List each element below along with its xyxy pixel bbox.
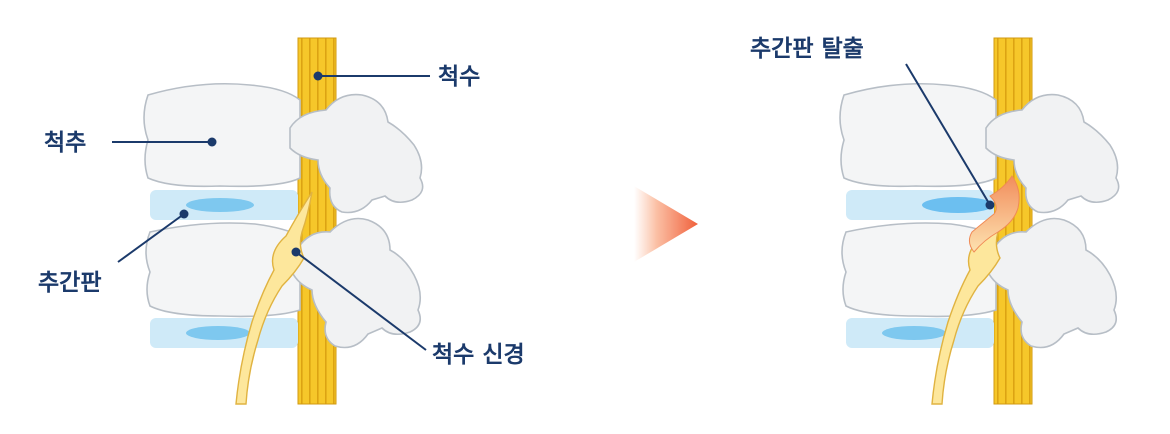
vertebral-arch-lower [291,217,422,349]
label-disc: 추간판 [38,270,101,296]
right-spine-diagram: 추간판 탈출 [750,36,1120,405]
leader-dot-spinal-cord [313,71,323,81]
spinal-nerve [235,191,313,405]
disc-lower-nucleus-right [882,326,946,340]
transition-arrow [634,186,698,262]
vertebral-arch-upper-right [985,93,1120,214]
vertebra-body-lower [145,222,301,318]
disc-upper-nucleus-right [922,197,994,213]
leader-line-herniation [905,63,991,206]
leader-dot-herniation [985,200,995,210]
label-spinal-cord: 척수 [438,64,480,90]
leader-line-disc [117,213,185,263]
disc-lower-nucleus [186,326,250,340]
leader-dot-disc [179,209,189,219]
leader-line-nerve [295,251,427,351]
label-spinal-nerve: 척수 신경 [432,342,525,368]
vertebra-body-upper-right [839,82,997,188]
vertebral-arch-lower-right [987,217,1118,349]
leader-dot-vertebra [207,137,217,147]
left-spine-diagram: 척수 척추 추간판 척수 신경 [38,37,525,405]
disc-upper-nucleus [186,198,254,212]
vertebra-body-lower-right [841,222,997,318]
label-vertebra: 척추 [44,130,86,156]
label-herniation: 추간판 탈출 [750,36,864,62]
leader-dot-nerve [291,247,301,257]
vertebra-body-upper [143,82,301,188]
disc-herniation [968,175,1020,253]
vertebral-arch-upper [289,93,424,214]
spinal-nerve-right [931,191,1009,405]
